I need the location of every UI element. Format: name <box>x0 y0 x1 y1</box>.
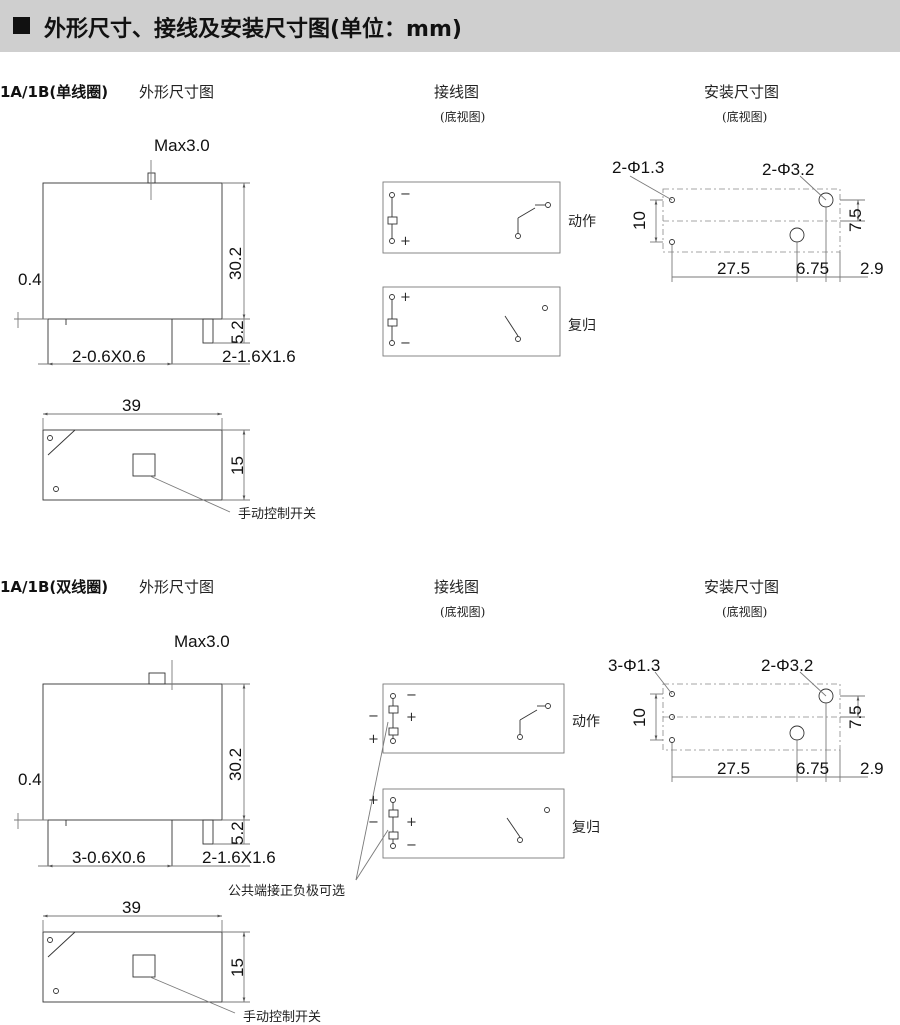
single-mount-7-5-dim: 7.5 <box>846 208 865 232</box>
single-wiring-title: 接线图 <box>434 83 480 101</box>
single-width-dim: 15 <box>228 456 247 475</box>
double-reset-outer-plus: + <box>368 793 379 808</box>
double-outline-title: 外形尺寸图 <box>139 578 215 596</box>
double-outline-side-view <box>14 660 250 868</box>
single-length-dim: 39 <box>122 396 141 415</box>
header-bar: 外形尺寸、接线及安装尺寸图(单位：mm) <box>0 0 900 52</box>
double-mount-subtitle: (底视图) <box>722 605 768 619</box>
square-bullet-icon <box>13 17 30 34</box>
single-outline-top-view <box>42 412 250 513</box>
single-pin-thickness-dim: 0.4 <box>18 270 42 289</box>
double-large-holes-dim: 2-Φ3.2 <box>761 656 814 675</box>
double-reset-outer-minus: − <box>368 815 379 830</box>
single-manual-switch-label: 手动控制开关 <box>238 507 317 522</box>
page-title: 外形尺寸、接线及安装尺寸图(单位：mm) <box>44 17 462 42</box>
single-mount-27-5-dim: 27.5 <box>717 259 751 278</box>
single-large-pins-dim: 2-1.6X1.6 <box>222 347 296 366</box>
double-mount-title: 安装尺寸图 <box>704 578 780 596</box>
single-action-plus: + <box>400 234 411 249</box>
double-wiring-subtitle: (底视图) <box>440 605 486 619</box>
double-small-pins-dim: 3-0.6X0.6 <box>72 848 146 867</box>
double-mount-6-75-dim: 6.75 <box>796 759 830 778</box>
double-mount-10-dim: 10 <box>630 708 649 727</box>
single-mount-10-dim: 10 <box>630 211 649 230</box>
single-small-holes-dim: 2-Φ1.3 <box>612 158 665 177</box>
double-small-holes-dim: 3-Φ1.3 <box>608 656 661 675</box>
double-reset-minus: − <box>406 838 417 853</box>
single-height-dim: 30.2 <box>226 246 245 280</box>
double-mount-2-9-dim: 2.9 <box>860 759 884 778</box>
double-action-label: 动作 <box>572 714 600 730</box>
single-mount-6-75-dim: 6.75 <box>796 259 830 278</box>
single-mount-2-9-dim: 2.9 <box>860 259 884 278</box>
double-wiring-title: 接线图 <box>434 578 480 596</box>
double-mount-diagram <box>650 671 868 782</box>
single-action-minus: − <box>400 187 411 202</box>
double-length-dim: 39 <box>122 898 141 917</box>
single-max-height-dim: Max3.0 <box>154 136 210 155</box>
single-mount-subtitle: (底视图) <box>722 110 768 124</box>
single-pin-length-dim: 5.2 <box>228 320 247 344</box>
single-wiring-reset-diagram <box>382 286 561 357</box>
single-reset-minus: − <box>400 336 411 351</box>
double-large-pins-dim: 2-1.6X1.6 <box>202 848 276 867</box>
double-mount-27-5-dim: 27.5 <box>717 759 751 778</box>
double-wiring-reset-diagram <box>355 721 565 881</box>
double-action-outer-minus: − <box>368 709 379 724</box>
single-wiring-subtitle: (底视图) <box>440 110 486 124</box>
single-action-label: 动作 <box>568 214 596 230</box>
double-pin-thickness-dim: 0.4 <box>18 770 42 789</box>
double-height-dim: 30.2 <box>226 747 245 781</box>
double-mount-7-5-dim: 7.5 <box>846 705 865 729</box>
double-outline-top-view <box>42 914 250 1014</box>
single-reset-label: 复归 <box>568 318 596 334</box>
single-section-label: 1A/1B(单线圈) <box>0 83 109 101</box>
double-manual-switch-label: 手动控制开关 <box>243 1010 322 1025</box>
double-max-height-dim: Max3.0 <box>174 632 230 651</box>
double-action-minus: − <box>406 688 417 703</box>
double-reset-plus: + <box>406 815 417 830</box>
double-reset-label: 复归 <box>572 820 600 836</box>
double-section-label: 1A/1B(双线圈) <box>0 578 109 596</box>
double-pin-length-dim: 5.2 <box>228 821 247 845</box>
single-mount-diagram <box>629 175 868 282</box>
single-mount-title: 安装尺寸图 <box>704 83 780 101</box>
double-width-dim: 15 <box>228 958 247 977</box>
double-action-outer-plus: + <box>368 732 379 747</box>
single-small-pins-dim: 2-0.6X0.6 <box>72 347 146 366</box>
double-wiring-action-diagram <box>382 683 565 754</box>
single-outline-side-view <box>14 160 250 366</box>
single-wiring-action-diagram <box>382 181 561 254</box>
double-action-plus: + <box>406 710 417 725</box>
double-common-note: 公共端接正负极可选 <box>228 884 346 899</box>
single-outline-title: 外形尺寸图 <box>139 83 215 101</box>
single-large-holes-dim: 2-Φ3.2 <box>762 160 815 179</box>
single-reset-plus: + <box>400 290 411 305</box>
